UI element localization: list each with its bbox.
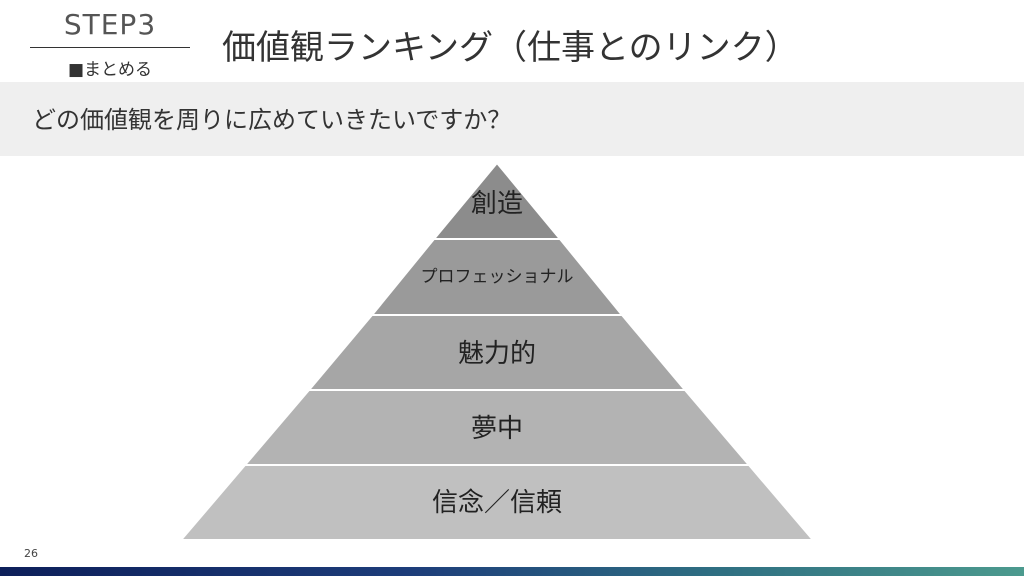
step-divider	[30, 47, 190, 48]
question-band: どの価値観を周りに広めていきたいですか？	[0, 82, 1024, 156]
pyramid-label-4: 夢中	[471, 414, 523, 444]
pyramid-label-2: プロフェッショナル	[421, 267, 574, 287]
question-text: どの価値観を周りに広めていきたいですか？	[32, 106, 512, 134]
pyramid-label-3: 魅力的	[458, 339, 536, 369]
page-number: 26	[24, 547, 38, 560]
step-sublabel: ■まとめる	[67, 60, 153, 80]
pyramid-label-1: 創造	[471, 189, 523, 219]
page-title: 価値観ランキング（仕事とのリンク）	[222, 28, 799, 68]
pyramid-level-5	[178, 464, 816, 541]
step-label: STEP3	[63, 8, 157, 41]
pyramid-label-5: 信念／信頼	[432, 488, 562, 518]
footer-bar	[0, 567, 1024, 576]
